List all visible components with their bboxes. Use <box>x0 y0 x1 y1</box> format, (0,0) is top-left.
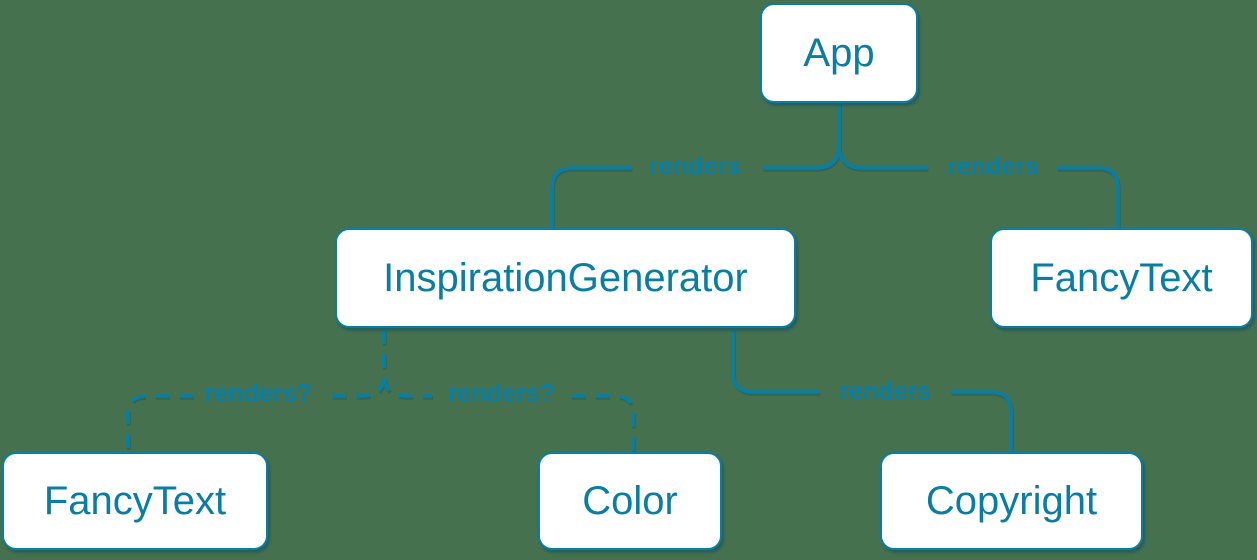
node-color-label: Color <box>582 478 678 523</box>
edge-ig-to-color-a <box>382 377 432 398</box>
edge-app-to-fancytext-a <box>837 143 928 170</box>
edge-label-renders-copyright: renders <box>839 377 931 406</box>
node-copyright: Copyright <box>880 452 1143 550</box>
node-fancy-text-bottom-label: FancyText <box>43 478 227 523</box>
node-app-label: App <box>803 30 875 75</box>
node-fancy-text-bottom: FancyText <box>2 452 268 550</box>
edge-app-to-fancytext-b <box>1056 166 1120 230</box>
edge-label-app-renders-left: renders <box>649 152 741 181</box>
node-copyright-label: Copyright <box>925 478 1098 523</box>
node-inspiration-generator: InspirationGenerator <box>335 228 796 328</box>
edge-ig-to-fancytext-b <box>126 394 193 452</box>
edge-inspirationgenerator-to-copyright-a <box>731 328 820 394</box>
edge-app-to-inspirationgenerator-b <box>550 166 632 230</box>
node-fancy-text-top-label: FancyText <box>1030 255 1213 300</box>
edge-label-renders-question-right: renders? <box>447 379 555 408</box>
edge-label-app-renders-right: renders <box>947 152 1039 181</box>
edge-ig-to-color-b <box>571 394 635 452</box>
edge-label-renders-question-left: renders? <box>204 379 312 408</box>
node-app: App <box>760 3 918 103</box>
edge-ig-to-fancytext-a <box>330 377 386 398</box>
edge-inspirationgenerator-to-copyright-b <box>950 390 1013 454</box>
node-fancy-text-top: FancyText <box>990 228 1253 328</box>
node-color: Color <box>538 452 722 550</box>
node-inspiration-generator-label: InspirationGenerator <box>383 255 748 300</box>
edge-app-to-inspirationgenerator-a <box>762 143 841 170</box>
